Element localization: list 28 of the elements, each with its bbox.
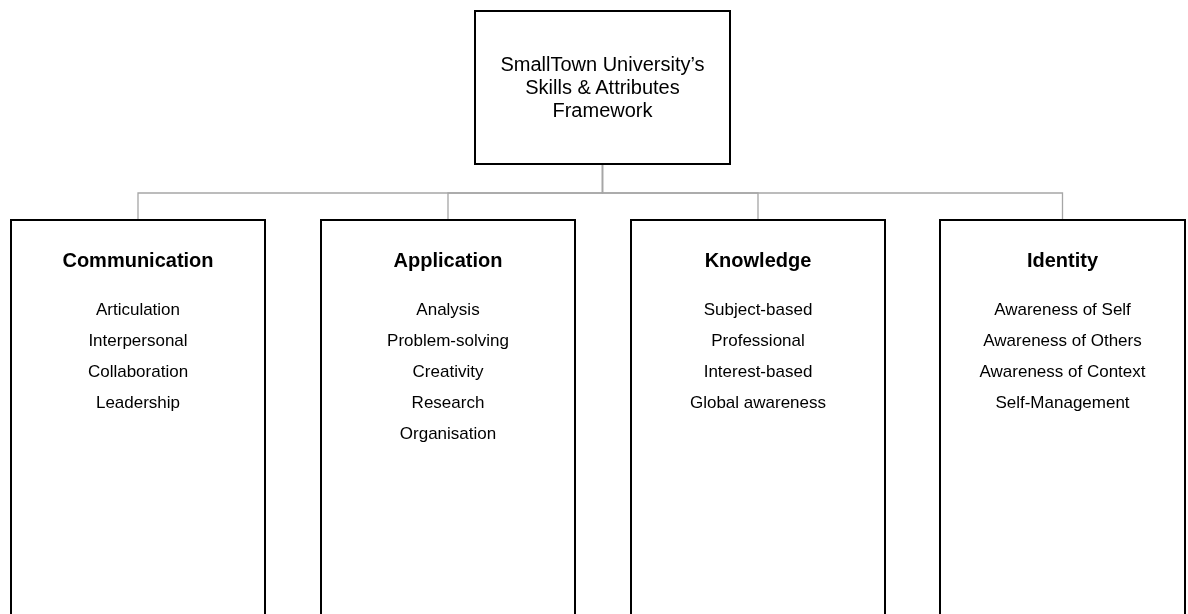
skill-item: Global awareness bbox=[689, 392, 827, 414]
skill-item: Leadership bbox=[95, 392, 181, 414]
category-box bbox=[630, 219, 886, 614]
category-heading: Communication bbox=[62, 249, 214, 272]
category-heading: Application bbox=[393, 249, 503, 272]
skill-item: Awareness of Context bbox=[979, 361, 1146, 383]
skill-item: Research bbox=[411, 392, 485, 414]
skill-item: Professional bbox=[711, 330, 805, 352]
category-heading: Knowledge bbox=[704, 249, 812, 272]
skill-item: Organisation bbox=[399, 423, 497, 445]
skill-item: Awareness of Self bbox=[994, 299, 1131, 321]
skill-item: Creativity bbox=[412, 361, 484, 383]
title-box bbox=[474, 10, 731, 165]
skill-item: Problem-solving bbox=[387, 330, 509, 352]
connector-line bbox=[601, 164, 1064, 220]
skill-item: Articulation bbox=[95, 299, 181, 321]
skill-item: Subject-based bbox=[703, 299, 813, 321]
category-box bbox=[939, 219, 1186, 614]
skill-item: Collaboration bbox=[87, 361, 189, 383]
skill-item: Analysis bbox=[416, 299, 480, 321]
skill-item: Self-Management bbox=[995, 392, 1130, 414]
category-heading: Identity bbox=[1026, 249, 1099, 272]
skill-item: Interpersonal bbox=[88, 330, 188, 352]
skill-item: Awareness of Others bbox=[983, 330, 1142, 352]
skill-item: Interest-based bbox=[703, 361, 813, 383]
title-text: SmallTown University’s Skills & Attributes Framework bbox=[499, 53, 706, 122]
category-box bbox=[10, 219, 266, 614]
category-box bbox=[320, 219, 576, 614]
